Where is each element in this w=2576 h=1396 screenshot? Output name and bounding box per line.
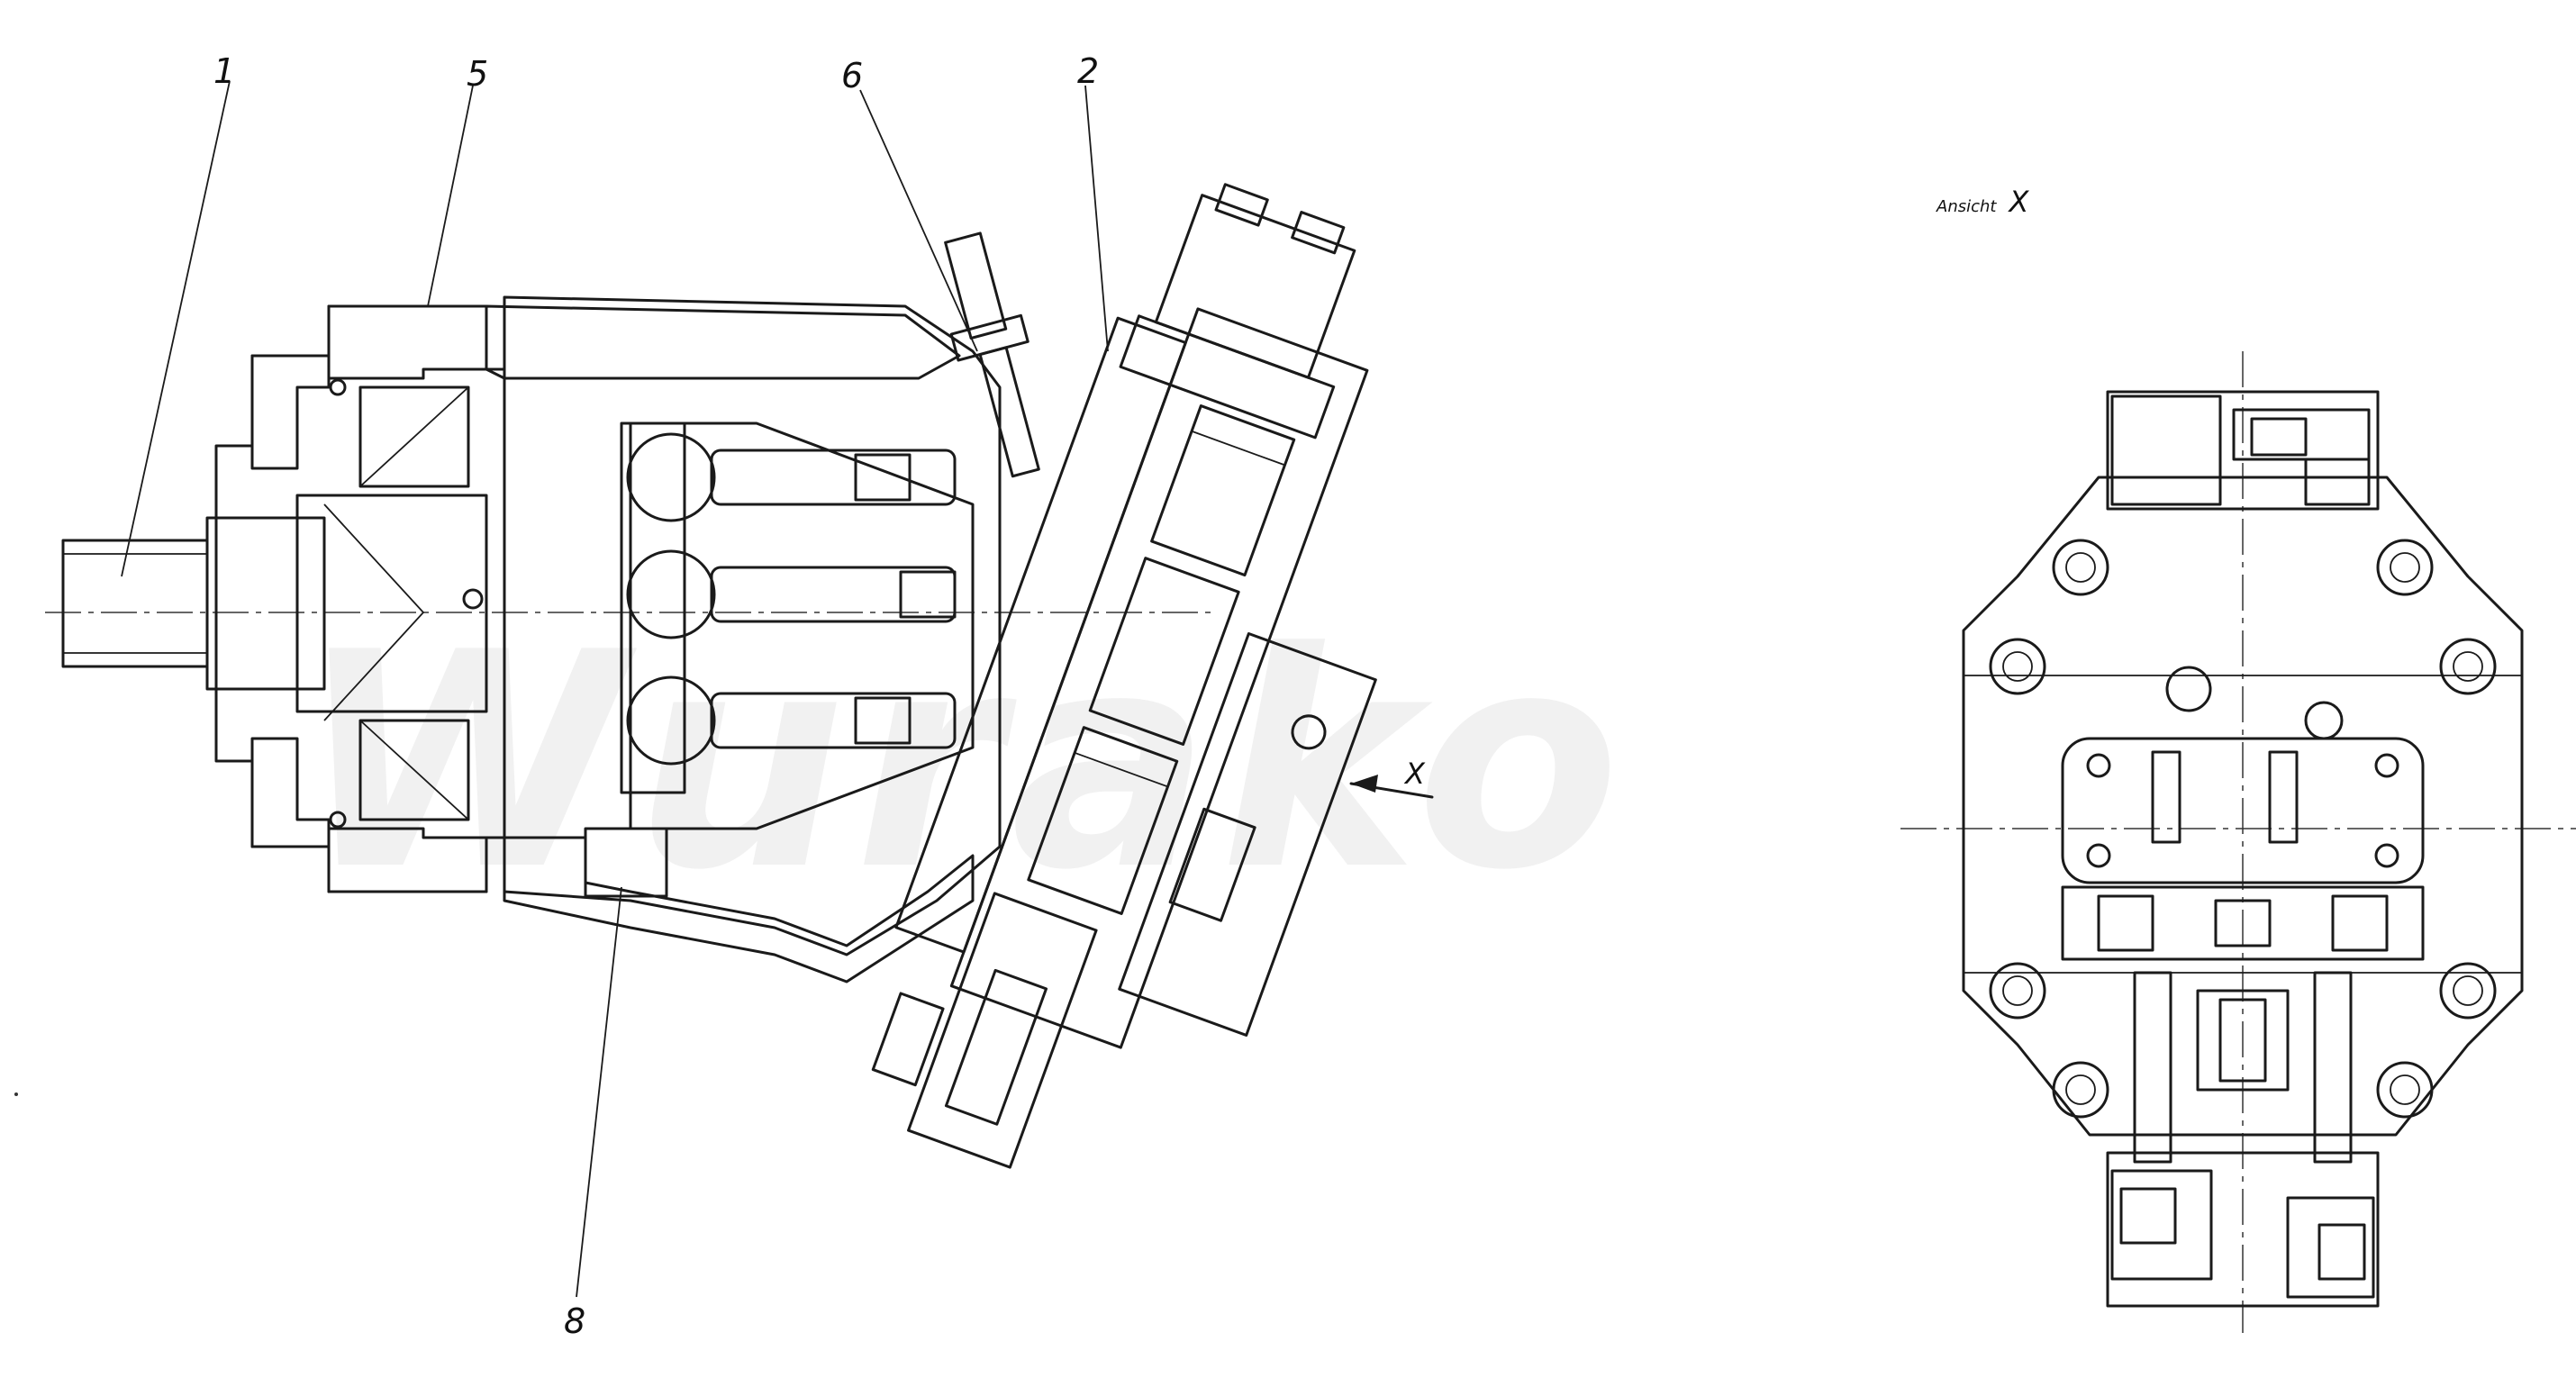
view-x-top-block [2106, 390, 2380, 511]
top-valve-block [1119, 183, 1356, 440]
view-x: Ansicht X [1900, 185, 2576, 1333]
view-x-lower-valves [2133, 971, 2353, 1164]
bottom-valve [871, 892, 1098, 1169]
top-sensor [944, 231, 1040, 478]
watermark-text: Wurako [297, 589, 1629, 935]
section-view: X 1 5 6 2 8 [45, 51, 1434, 1341]
port-plate [894, 307, 1369, 1049]
view-label-prefix: Ansicht [1936, 197, 1997, 216]
callout-6: 6 [841, 56, 863, 95]
callout-2: 2 [1077, 51, 1099, 91]
callout-8: 8 [564, 1301, 585, 1341]
view-x-flange [1962, 476, 2524, 1137]
stray-dot [14, 1092, 18, 1096]
view-label-letter: X [2007, 185, 2029, 219]
leader-lines [121, 80, 1109, 1298]
callout-1: 1 [213, 51, 235, 91]
drive-shaft [61, 494, 488, 721]
piston-group [620, 422, 957, 794]
pump-housing [485, 295, 1002, 984]
view-x-bolts [1989, 539, 2497, 1119]
view-x-bottom-block [2106, 1151, 2380, 1308]
view-arrow-x: X [1349, 757, 1434, 799]
arrow-label-x: X [1403, 757, 1426, 791]
side-control-block [1118, 631, 1377, 1037]
view-label: Ansicht X [1936, 185, 2029, 219]
callout-5: 5 [467, 54, 488, 94]
view-x-control-block [2061, 737, 2425, 961]
